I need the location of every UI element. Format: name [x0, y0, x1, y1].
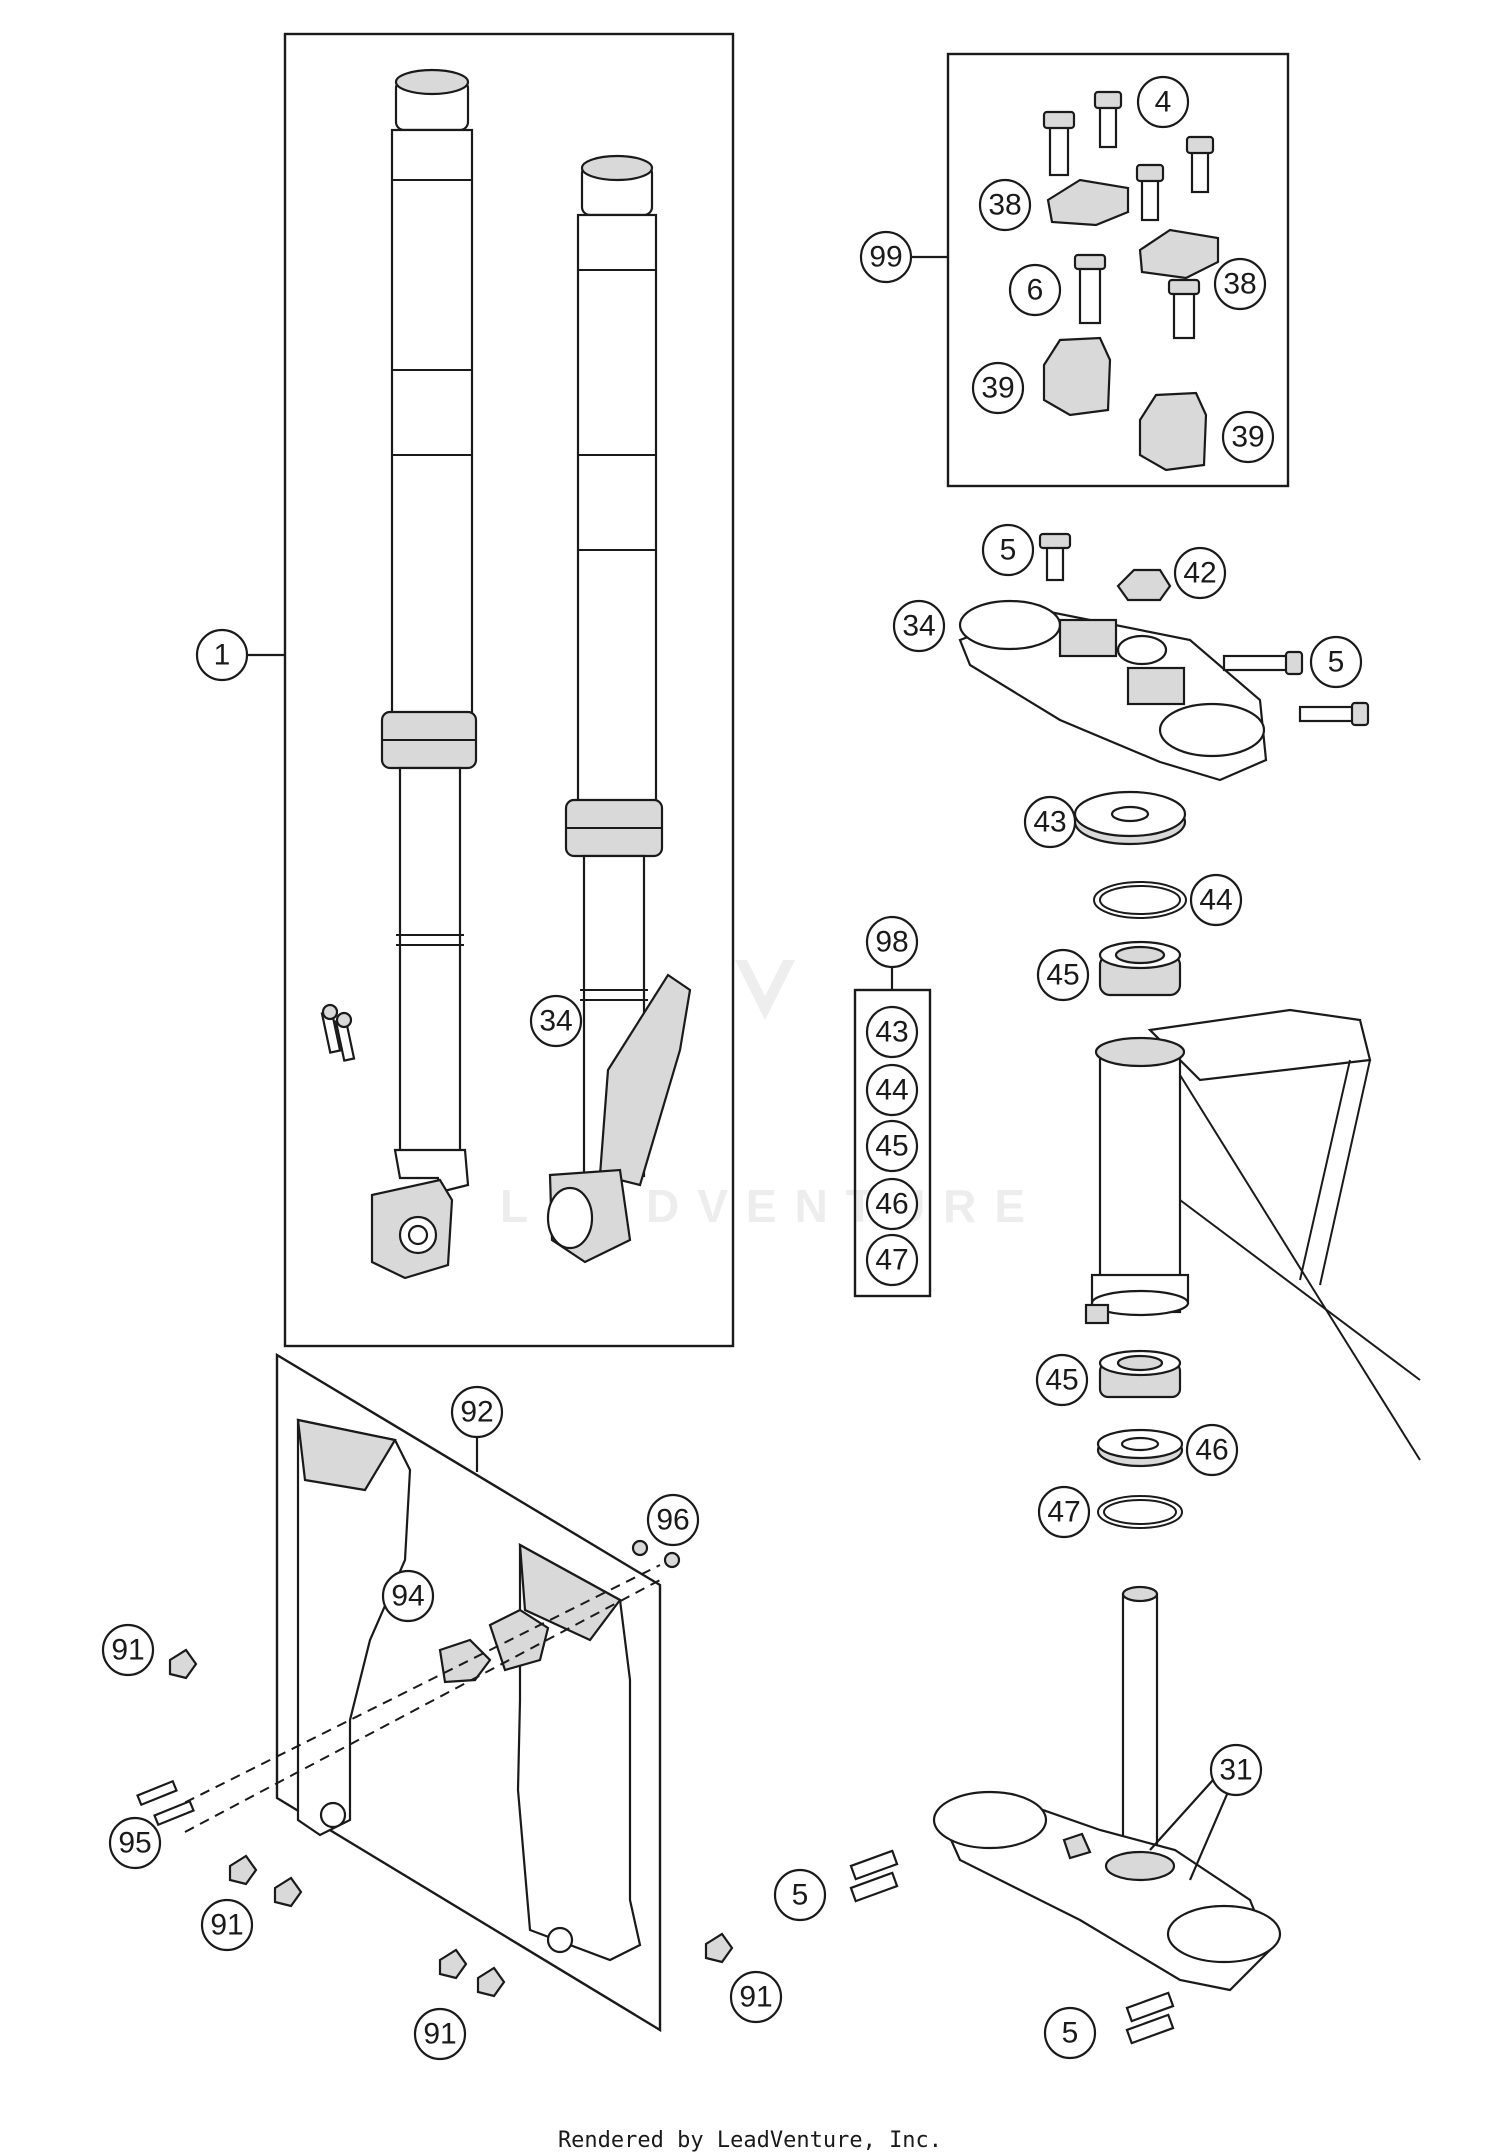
- callout-92[interactable]: 92: [450, 1385, 504, 1472]
- svg-text:91: 91: [111, 1634, 144, 1667]
- svg-text:45: 45: [1046, 959, 1079, 992]
- frame-head-tube: [1084, 1008, 1421, 1461]
- left-fork-leg[interactable]: [370, 68, 478, 1280]
- callout-6[interactable]: 6: [1008, 263, 1062, 317]
- svg-text:39: 39: [1231, 421, 1264, 454]
- callout-46-b[interactable]: 46: [865, 1177, 919, 1231]
- svg-text:38: 38: [1223, 268, 1256, 301]
- callout-34-fork[interactable]: 34: [529, 994, 583, 1048]
- fork-guard-hardware[interactable]: [136, 1539, 734, 1998]
- fork-guard-left[interactable]: [296, 1418, 412, 1837]
- handlebar-clamp-kit-frame: [946, 52, 1290, 488]
- svg-text:91: 91: [739, 1981, 772, 2014]
- svg-text:45: 45: [1045, 1364, 1078, 1397]
- callout-42[interactable]: 42: [1173, 546, 1227, 600]
- svg-text:5: 5: [1062, 2017, 1079, 2050]
- fork-guard-kit-frame: [275, 1352, 662, 2033]
- svg-text:39: 39: [981, 372, 1014, 405]
- fork-assembly-frame: [283, 32, 735, 1348]
- svg-text:44: 44: [1199, 884, 1232, 917]
- svg-text:4: 4: [1155, 86, 1172, 119]
- lower-clamp-bolts[interactable]: [849, 1849, 1175, 2045]
- callout-5-d[interactable]: 5: [1043, 2006, 1097, 2060]
- svg-text:47: 47: [875, 1244, 908, 1277]
- callout-91-c[interactable]: 91: [413, 2007, 467, 2061]
- svg-text:95: 95: [118, 1827, 151, 1860]
- svg-text:91: 91: [423, 2018, 456, 2051]
- svg-text:45: 45: [875, 1130, 908, 1163]
- callout-43-b[interactable]: 43: [865, 1005, 919, 1059]
- callout-4[interactable]: 4: [1136, 75, 1190, 129]
- callout-45-a[interactable]: 45: [1036, 948, 1090, 1002]
- svg-text:43: 43: [875, 1016, 908, 1049]
- right-fork-leg[interactable]: [546, 154, 692, 1264]
- callout-91-a[interactable]: 91: [101, 1623, 155, 1677]
- upper-triple-clamp[interactable]: [958, 532, 1370, 782]
- callout-47-a[interactable]: 47: [1037, 1485, 1091, 1539]
- svg-text:5: 5: [792, 1879, 809, 1912]
- callout-98[interactable]: 98: [865, 915, 919, 990]
- callout-38-a[interactable]: 38: [978, 178, 1032, 232]
- callout-39-b[interactable]: 39: [1221, 410, 1275, 464]
- svg-text:6: 6: [1027, 274, 1044, 307]
- callout-1[interactable]: 1: [195, 628, 285, 682]
- callout-38-b[interactable]: 38: [1213, 257, 1267, 311]
- svg-text:1: 1: [214, 639, 231, 672]
- svg-text:46: 46: [875, 1188, 908, 1221]
- svg-text:46: 46: [1195, 1434, 1228, 1467]
- callout-44-a[interactable]: 44: [1189, 873, 1243, 927]
- fork-guard-right[interactable]: [438, 1543, 642, 1962]
- svg-text:98: 98: [875, 926, 908, 959]
- svg-text:99: 99: [869, 241, 902, 274]
- svg-text:44: 44: [875, 1074, 908, 1107]
- svg-text:34: 34: [539, 1005, 572, 1038]
- callout-91-d[interactable]: 91: [729, 1970, 783, 2024]
- callout-99[interactable]: 99: [859, 230, 948, 284]
- render-credit-footer: Rendered by LeadVenture, Inc.: [557, 2128, 943, 2153]
- callout-45-b[interactable]: 45: [865, 1119, 919, 1173]
- callout-39-a[interactable]: 39: [971, 361, 1025, 415]
- callout-31[interactable]: 31: [1149, 1743, 1263, 1881]
- svg-text:91: 91: [210, 1909, 243, 1942]
- svg-text:5: 5: [1328, 646, 1345, 679]
- callout-91-b[interactable]: 91: [200, 1898, 254, 1952]
- upper-bearing-stack[interactable]: [1073, 790, 1187, 997]
- handlebar-clamp-parts[interactable]: [1042, 90, 1220, 472]
- svg-text:31: 31: [1219, 1754, 1252, 1787]
- fork-clamp-bolts[interactable]: [320, 1003, 356, 1062]
- svg-text:92: 92: [460, 1396, 493, 1429]
- lower-triple-clamp-stem[interactable]: [932, 1585, 1282, 1992]
- callout-5-c[interactable]: 5: [773, 1868, 827, 1922]
- lower-bearing-stack[interactable]: [1096, 1349, 1184, 1529]
- svg-text:94: 94: [391, 1580, 424, 1613]
- svg-text:43: 43: [1033, 806, 1066, 839]
- callout-45-c[interactable]: 45: [1035, 1353, 1089, 1407]
- svg-text:5: 5: [1000, 534, 1017, 567]
- svg-text:42: 42: [1183, 557, 1216, 590]
- callout-5-a[interactable]: 5: [981, 523, 1035, 577]
- svg-text:38: 38: [988, 189, 1021, 222]
- callout-47-b[interactable]: 47: [865, 1233, 919, 1287]
- callout-46-a[interactable]: 46: [1185, 1423, 1239, 1477]
- callout-34-clamp[interactable]: 34: [892, 599, 946, 653]
- callout-5-b[interactable]: 5: [1309, 635, 1363, 689]
- callout-94[interactable]: 94: [381, 1569, 435, 1623]
- callout-44-b[interactable]: 44: [865, 1063, 919, 1117]
- callout-96[interactable]: 96: [646, 1493, 700, 1547]
- callout-95[interactable]: 95: [108, 1816, 162, 1870]
- callout-43-a[interactable]: 43: [1023, 795, 1077, 849]
- svg-text:47: 47: [1047, 1496, 1080, 1529]
- svg-text:96: 96: [656, 1504, 689, 1537]
- svg-text:34: 34: [902, 610, 935, 643]
